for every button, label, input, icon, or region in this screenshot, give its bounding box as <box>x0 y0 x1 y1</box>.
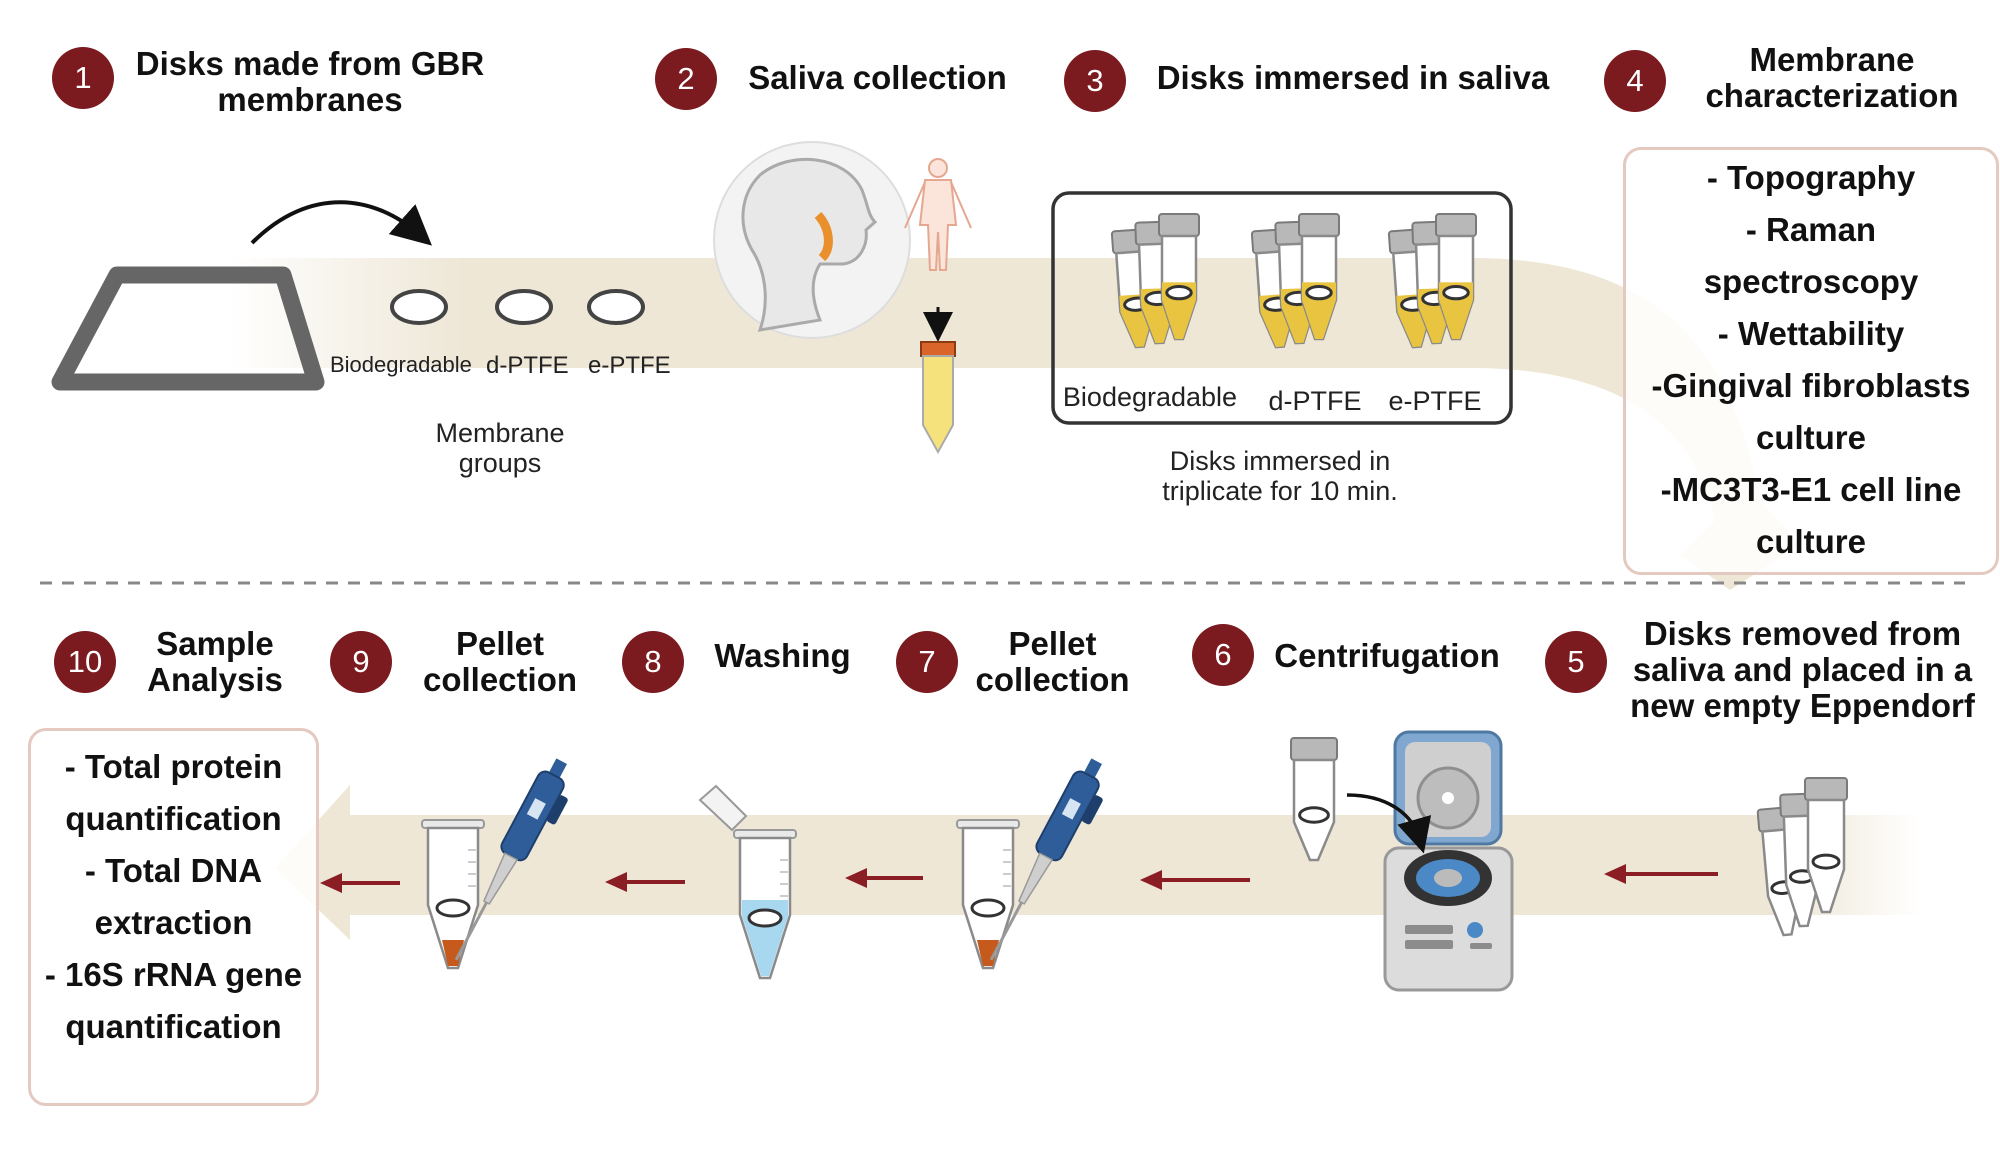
characterization-item: - Topography <box>1706 159 1916 196</box>
membrane-label-dptfe: d-PTFE <box>486 352 569 379</box>
characterization-item: - Raman <box>1745 211 1877 248</box>
analysis-item: extraction <box>94 904 253 941</box>
pipette-icon <box>454 758 568 961</box>
step-2-badge: 2 <box>655 48 717 110</box>
step-7-badge: 7 <box>896 631 958 693</box>
analysis-item: quantification <box>65 800 282 837</box>
gbr-membrane-sheet <box>51 266 325 391</box>
pipette-icon-step7 <box>989 758 1103 961</box>
disk-dptfe <box>495 289 553 325</box>
curved-arrow-icon <box>250 200 432 246</box>
characterization-item: culture <box>1755 523 1867 560</box>
into-centrifuge-arrow-icon <box>1346 793 1432 854</box>
immersion-box <box>1051 191 1513 425</box>
analysis-item: - 16S rRNA gene <box>44 956 303 993</box>
disk-eptfe <box>587 289 645 325</box>
pipette-icon-step9 <box>454 758 568 961</box>
saliva-collection-tube <box>920 341 956 455</box>
step-6-badge: 6 <box>1192 624 1254 686</box>
step-9-badge: 9 <box>330 631 392 693</box>
pellet-tube-step7 <box>956 819 1020 970</box>
saliva-donor-illustration <box>713 141 911 339</box>
step-3-title: Disks immersed in saliva <box>1156 59 1550 96</box>
washing-tube <box>698 784 797 980</box>
membrane-label-biodegradable: Biodegradable <box>330 352 472 377</box>
wash-tube-icon <box>698 784 797 980</box>
empty-tube-icon <box>1804 777 1848 914</box>
characterization-item: -MC3T3-E1 cell line <box>1660 471 1962 508</box>
step-6-title: Centrifugation <box>1274 637 1500 674</box>
step-5-badge: 5 <box>1545 631 1607 693</box>
characterization-list: - Topography - Raman spectroscopy - Wett… <box>1623 147 1999 575</box>
tube-before-centrifuge <box>1290 737 1338 862</box>
step-2-title: Saliva collection <box>748 59 1007 96</box>
centrifuge-icon <box>1383 730 1514 992</box>
step-1-badge: 1 <box>52 47 114 109</box>
red-arrow-icon <box>1140 870 1250 890</box>
step-8-badge: 8 <box>622 631 684 693</box>
analysis-item: - Total DNA <box>84 852 263 889</box>
analysis-item: - Total protein <box>64 748 283 785</box>
disk-biodegradable <box>390 289 448 325</box>
red-arrow-icon <box>320 873 400 893</box>
characterization-item: - Wettability <box>1717 315 1905 352</box>
flow-arrows <box>320 864 1718 893</box>
characterization-item: -Gingival fibroblasts <box>1651 367 1971 404</box>
step-4-badge: 4 <box>1604 50 1666 112</box>
immersion-label-eptfe: e-PTFE <box>1388 386 1482 416</box>
empty-tube-icon <box>1290 737 1338 862</box>
membrane-label-eptfe: e-PTFE <box>588 352 671 379</box>
flow-band-top <box>230 258 1800 590</box>
step-10-badge: 10 <box>54 631 116 693</box>
pipette-icon <box>989 758 1103 961</box>
red-arrow-icon <box>1604 864 1718 884</box>
empty-tubes-step5 <box>1756 777 1848 937</box>
characterization-item: spectroscopy <box>1703 263 1919 300</box>
characterization-item: culture <box>1755 419 1867 456</box>
immersion-label-dptfe: d-PTFE <box>1268 386 1362 416</box>
immersion-label-biodegradable: Biodegradable <box>1062 382 1238 412</box>
pellet-tube-icon <box>421 819 485 970</box>
analysis-item: quantification <box>65 1008 282 1045</box>
pellet-tube-step9 <box>421 819 485 970</box>
step-3-badge: 3 <box>1064 50 1126 112</box>
analysis-list: - Total protein quantification - Total D… <box>28 728 319 1106</box>
red-arrow-icon <box>845 868 923 888</box>
step-8-title: Washing <box>714 637 851 674</box>
red-arrow-icon <box>605 872 685 892</box>
immersion-tube-groups <box>1110 213 1477 349</box>
human-body-icon <box>904 158 972 271</box>
pellet-tube-icon <box>956 819 1020 970</box>
